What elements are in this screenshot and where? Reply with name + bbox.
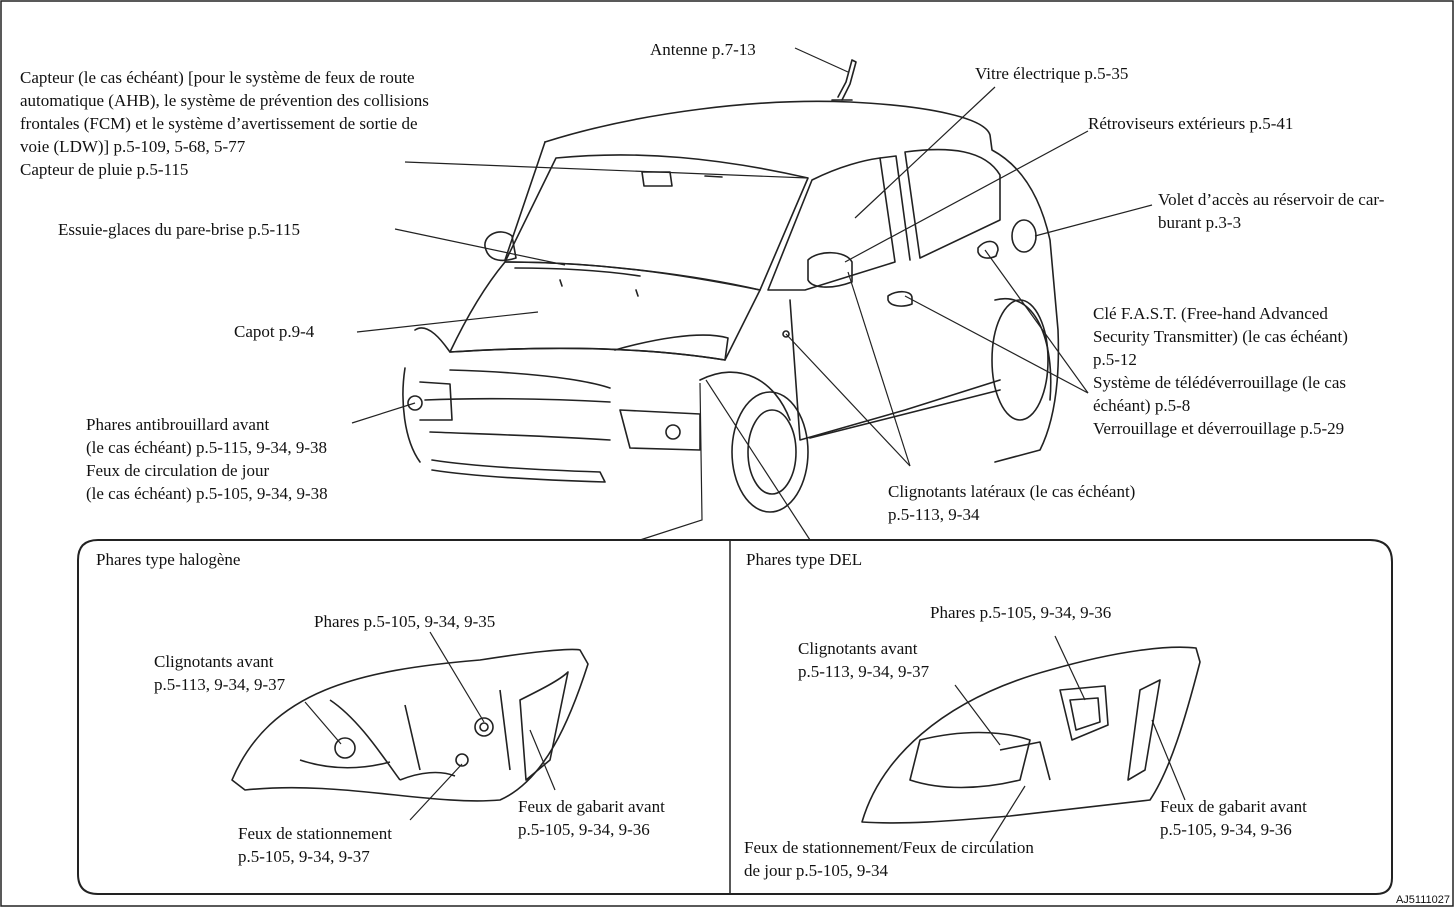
antenna-label: Antenne p.7-13: [650, 40, 756, 59]
headlight-detail-panel: [77, 539, 1393, 895]
mirrors-label: Rétroviseurs extérieurs p.5-41: [1088, 114, 1294, 133]
car-leader-lines: [351, 47, 1153, 541]
fog-lights-label: Phares antibrouillard avant (le cas éché…: [86, 415, 328, 503]
led-leader-lines: [954, 635, 1186, 843]
keys-label: Clé F.A.S.T. (Free-hand Advanced Securit…: [1093, 304, 1348, 438]
sensor-label: Capteur (le cas échéant) [pour le systèm…: [20, 68, 429, 179]
led-title: Phares type DEL: [746, 550, 863, 569]
car-illustration: [402, 59, 1060, 513]
led-turn-label: Clignotants avant p.5-113, 9-34, 9-37: [798, 639, 930, 681]
halogen-turn-label: Clignotants avant p.5-113, 9-34, 9-37: [154, 652, 286, 694]
halogen-headlamp-drawing: [231, 648, 589, 802]
halogen-leader-lines: [304, 631, 556, 821]
power-window-label: Vitre électrique p.5-35: [975, 64, 1129, 83]
halogen-title: Phares type halogène: [96, 550, 241, 569]
hood-label: Capot p.9-4: [234, 322, 315, 341]
led-clearance-label: Feux de gabarit avant p.5-105, 9-34, 9-3…: [1160, 797, 1307, 839]
led-headlights-label: Phares p.5-105, 9-34, 9-36: [930, 603, 1112, 622]
side-turn-signals-label: Clignotants latéraux (le cas échéant) p.…: [888, 482, 1136, 524]
halogen-parking-label: Feux de stationnement p.5-105, 9-34, 9-3…: [238, 824, 392, 866]
wipers-label: Essuie-glaces du pare-brise p.5-115: [58, 220, 301, 239]
halogen-headlights-label: Phares p.5-105, 9-34, 9-35: [314, 612, 496, 631]
led-parking-drl-label: Feux de stationnement/Feux de circulatio…: [744, 838, 1034, 880]
figure-code: AJ5111027: [1395, 894, 1450, 906]
fuel-door-label: Volet d’accès au réservoir de car- buran…: [1158, 190, 1385, 232]
led-headlamp-drawing: [861, 646, 1201, 824]
halogen-clearance-label: Feux de gabarit avant p.5-105, 9-34, 9-3…: [518, 797, 665, 839]
